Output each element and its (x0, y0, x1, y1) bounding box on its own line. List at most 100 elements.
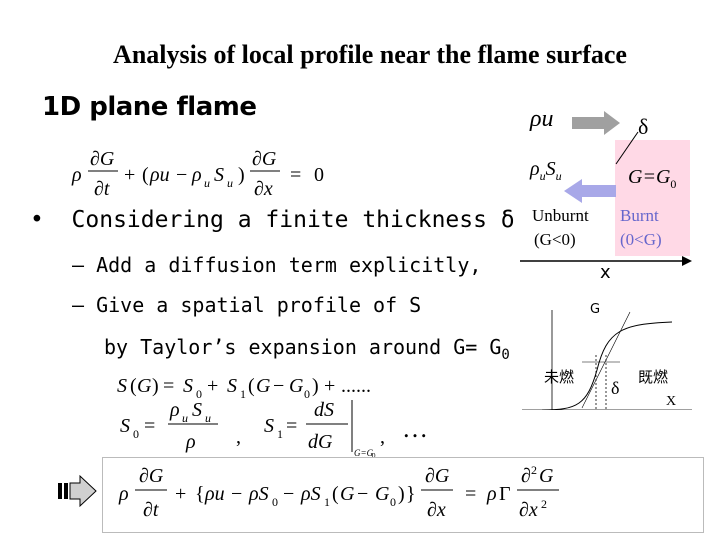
svg-text:ρ: ρ (169, 399, 180, 421)
separator-comma: , (236, 426, 241, 448)
svg-text:S: S (117, 375, 127, 397)
svg-text:=: = (465, 483, 476, 505)
svg-text:......: ...... (341, 375, 371, 397)
svg-text:+: + (124, 164, 135, 186)
svg-text:(: ( (332, 483, 339, 505)
delta-label: δ (638, 114, 649, 139)
svg-text:G: G (340, 483, 355, 505)
svg-text:S: S (192, 399, 202, 421)
svg-text:−: − (283, 483, 294, 505)
svg-text:}: } (406, 483, 416, 505)
s1-definition-equation: S 1 = dS dG G=G 0 (262, 396, 382, 465)
svg-text:∂G: ∂G (90, 148, 115, 170)
svg-text:ρu: ρu (149, 164, 170, 186)
svg-text:−: − (231, 483, 242, 505)
svg-text:G: G (375, 483, 390, 505)
g-equals-g0-label: G=G0 (628, 166, 677, 191)
burnt-label: Burnt (620, 206, 659, 225)
svg-text:G: G (539, 465, 554, 487)
svg-text:G: G (256, 375, 271, 397)
svg-text:u: u (227, 176, 233, 190)
g-equation: ρ ∂G ∂t + ( ρu − ρ u S u ) ∂G ∂x = 0 (70, 145, 390, 210)
svg-text:{: { (195, 483, 205, 505)
svg-text:ρ: ρ (191, 164, 202, 186)
svg-text:Γ: Γ (499, 483, 511, 505)
sub-bullet-profile: – Give a spatial profile of S (72, 293, 422, 317)
svg-text:S: S (227, 375, 237, 397)
svg-text:0: 0 (196, 387, 202, 401)
svg-text:ρS: ρS (248, 483, 269, 505)
svg-text:ρS: ρS (300, 483, 321, 505)
right-arrow-icon (58, 474, 98, 513)
svg-text:∂x: ∂x (519, 499, 538, 521)
profile-delta-label: δ (611, 378, 620, 398)
final-equation-box: ρ ∂G ∂t + { ρu − ρS 0 − ρS 1 ( G − G 0 )… (102, 457, 704, 533)
burnt-jp-label: 既燃 (638, 368, 669, 386)
svg-text:ρ: ρ (118, 483, 129, 505)
svg-text:=: = (286, 415, 297, 437)
svg-text:∂: ∂ (521, 465, 531, 487)
svg-text:): ) (398, 483, 405, 505)
svg-text:G: G (137, 375, 152, 397)
svg-text:ρ: ρ (486, 483, 497, 505)
svg-text:∂G: ∂G (425, 465, 450, 487)
sub-bullet-diffusion: – Add a diffusion term explicitly, (72, 253, 482, 277)
svg-text:=: = (163, 375, 174, 397)
svg-text:u: u (182, 411, 188, 425)
unburnt-condition: (G<0) (534, 230, 576, 249)
svg-text:−: − (273, 375, 284, 397)
svg-text:dG: dG (308, 431, 333, 453)
x-axis-arrow-icon (520, 254, 692, 272)
svg-text:1: 1 (240, 387, 246, 401)
x-axis-label: x (600, 262, 611, 283)
bullet-finite-thickness: • Considering a finite thickness δ (30, 207, 515, 233)
ellipsis: … (402, 414, 428, 443)
taylor-expansion-equation: S ( G ) = S 0 + S 1 ( G − G 0 ) + ...... (115, 364, 445, 409)
svg-text:0: 0 (314, 164, 324, 186)
svg-text:dS: dS (314, 399, 334, 421)
svg-text:∂G: ∂G (139, 465, 164, 487)
separator-comma: , (380, 426, 385, 448)
bullet-marker: • (30, 207, 72, 233)
svg-text:0: 0 (372, 452, 376, 460)
svg-text:+: + (324, 375, 335, 397)
svg-text:∂x: ∂x (427, 499, 446, 521)
svg-text:S: S (214, 164, 224, 186)
unburnt-region (520, 140, 615, 256)
burnt-condition: (0<G) (620, 230, 662, 249)
svg-text:0: 0 (133, 427, 139, 441)
svg-text:G=G: G=G (354, 448, 374, 458)
svg-text:ρu: ρu (204, 483, 225, 505)
svg-text:G: G (289, 375, 304, 397)
svg-text:): ) (152, 375, 159, 397)
svg-text:(: ( (142, 164, 149, 186)
svg-text:u: u (205, 411, 211, 425)
final-equation: ρ ∂G ∂t + { ρu − ρS 0 − ρS 1 ( G − G 0 )… (118, 463, 559, 521)
svg-text:=: = (290, 164, 301, 186)
svg-text:∂x: ∂x (254, 178, 273, 200)
unburnt-jp-label: 未燃 (544, 368, 575, 386)
svg-text:+: + (207, 375, 218, 397)
svg-text:S: S (120, 415, 130, 437)
svg-text:S: S (183, 375, 193, 397)
svg-text:u: u (204, 176, 210, 190)
flame-speed-arrow-icon (564, 179, 616, 208)
g-profile-plot (522, 310, 692, 415)
svg-text:∂t: ∂t (143, 499, 159, 521)
section-heading: 1D plane flame (42, 92, 257, 122)
rho-su-label: ρuSu (530, 158, 562, 183)
svg-text:−: − (176, 164, 187, 186)
profile-x-label: X (666, 394, 677, 409)
rho-u-label: ρu (530, 106, 554, 132)
svg-text:(: ( (248, 375, 255, 397)
svg-text:−: − (357, 483, 368, 505)
svg-text:ρ: ρ (185, 431, 196, 453)
svg-text:1: 1 (277, 427, 283, 441)
svg-text:∂t: ∂t (94, 178, 110, 200)
svg-text:∂G: ∂G (252, 148, 277, 170)
svg-text:(: ( (130, 375, 137, 397)
unburnt-label: Unburnt (532, 206, 589, 225)
svg-text:2: 2 (541, 497, 547, 511)
svg-text:): ) (238, 164, 245, 186)
svg-text:ρ: ρ (71, 164, 82, 186)
